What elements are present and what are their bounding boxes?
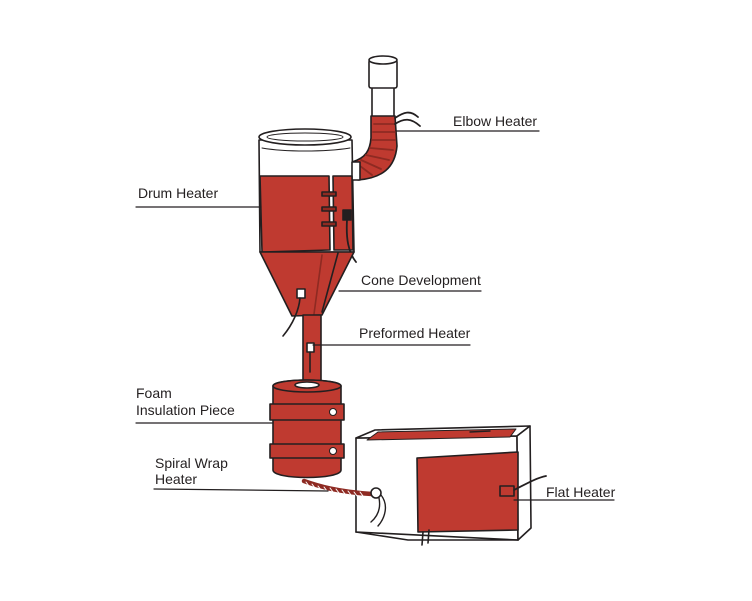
spiral-wrap-heater bbox=[301, 478, 387, 527]
drum-heater bbox=[259, 175, 357, 263]
cone-heater bbox=[259, 251, 355, 337]
preformed-heater bbox=[302, 314, 322, 386]
label-spiral-wrap-line1: Spiral Wrap bbox=[155, 455, 228, 471]
label-preformed-heater: Preformed Heater bbox=[359, 325, 471, 341]
label-cone-development: Cone Development bbox=[361, 272, 481, 288]
label-spiral-wrap-line2: Heater bbox=[155, 471, 198, 487]
elbow-heater bbox=[351, 111, 421, 181]
leader-lines bbox=[135, 130, 615, 501]
label-foam-line1: Foam bbox=[136, 385, 172, 401]
foam-insulation bbox=[269, 379, 345, 479]
label-drum-heater: Drum Heater bbox=[138, 185, 219, 201]
flat-heater bbox=[416, 451, 547, 546]
label-foam-line2: Insulation Piece bbox=[136, 402, 235, 418]
label-flat-heater: Flat Heater bbox=[546, 484, 616, 500]
label-elbow-heater: Elbow Heater bbox=[453, 113, 538, 129]
